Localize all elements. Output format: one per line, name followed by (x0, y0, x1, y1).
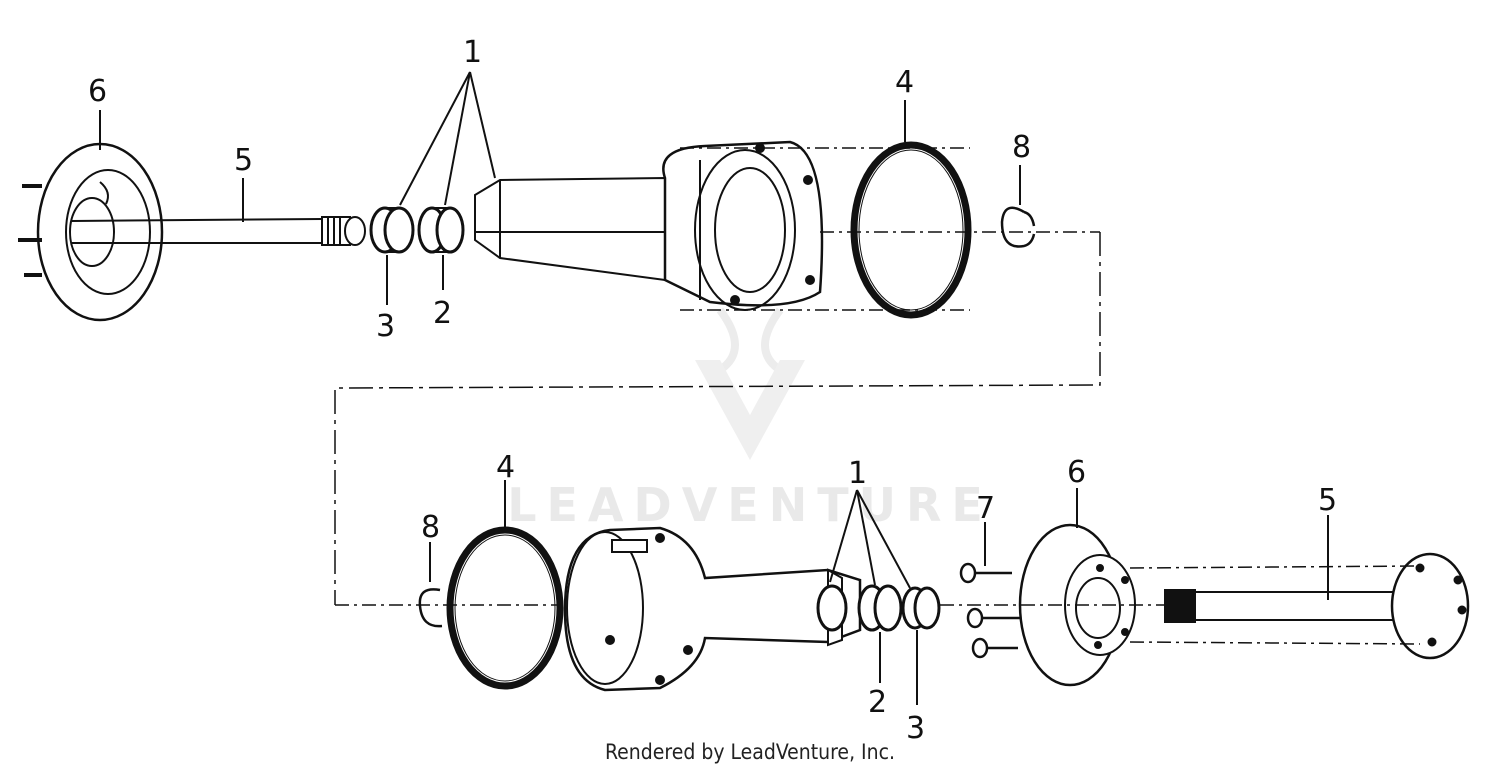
snap-ring-bottom (418, 588, 443, 628)
callout-axle-shaft-top: 5 (234, 143, 253, 178)
axle-shaft-top (71, 216, 366, 246)
leadventure-watermark-logo (695, 307, 805, 460)
gasket-bottom (446, 526, 564, 690)
snap-ring-top (1000, 206, 1036, 248)
callout-snap-ring-bottom: 8 (421, 510, 440, 545)
callout-gasket-bottom: 4 (496, 450, 515, 485)
bearing-cone-bottom (857, 584, 903, 632)
callout-hub-flange-bottom: 6 (1067, 455, 1086, 490)
hub-flange-top (18, 142, 164, 322)
callout-bearing-cone-top: 2 (433, 296, 452, 331)
bearing-cup-top (369, 206, 415, 254)
callout-gasket-top: 4 (895, 65, 914, 100)
callout-snap-ring-top: 8 (1012, 130, 1031, 165)
callouts-bottom: 4 8 1 7 6 5 2 3 (421, 450, 1337, 746)
callout-housing-bottom: 1 (848, 456, 867, 491)
bearing-cup-bottom (901, 586, 941, 630)
footer-credit: Rendered by LeadVenture, Inc. (605, 740, 895, 764)
axle-housing-bottom (563, 526, 862, 692)
leadventure-watermark-text: LEADVENTURE (507, 478, 993, 532)
callout-axle-shaft-bottom: 5 (1318, 483, 1337, 518)
callout-bearing-cup-top: 3 (376, 309, 395, 344)
bolts (959, 562, 1020, 659)
gasket-top (850, 141, 972, 319)
callout-bearing-cup-bottom: 3 (906, 711, 925, 746)
callout-housing-top: 1 (463, 35, 482, 70)
axle-shaft-bottom (1164, 552, 1470, 660)
callout-hub-flange-top: 6 (88, 74, 107, 109)
header-partial-text: · · · · · · · · · · (985, 0, 1094, 9)
callouts-top: 6 5 1 4 8 3 2 (88, 35, 1031, 344)
callout-bolts: 7 (976, 491, 995, 526)
axle-housing-top (474, 140, 824, 311)
bearing-cone-top (417, 206, 465, 254)
callout-bearing-cone-bottom: 2 (868, 685, 887, 720)
